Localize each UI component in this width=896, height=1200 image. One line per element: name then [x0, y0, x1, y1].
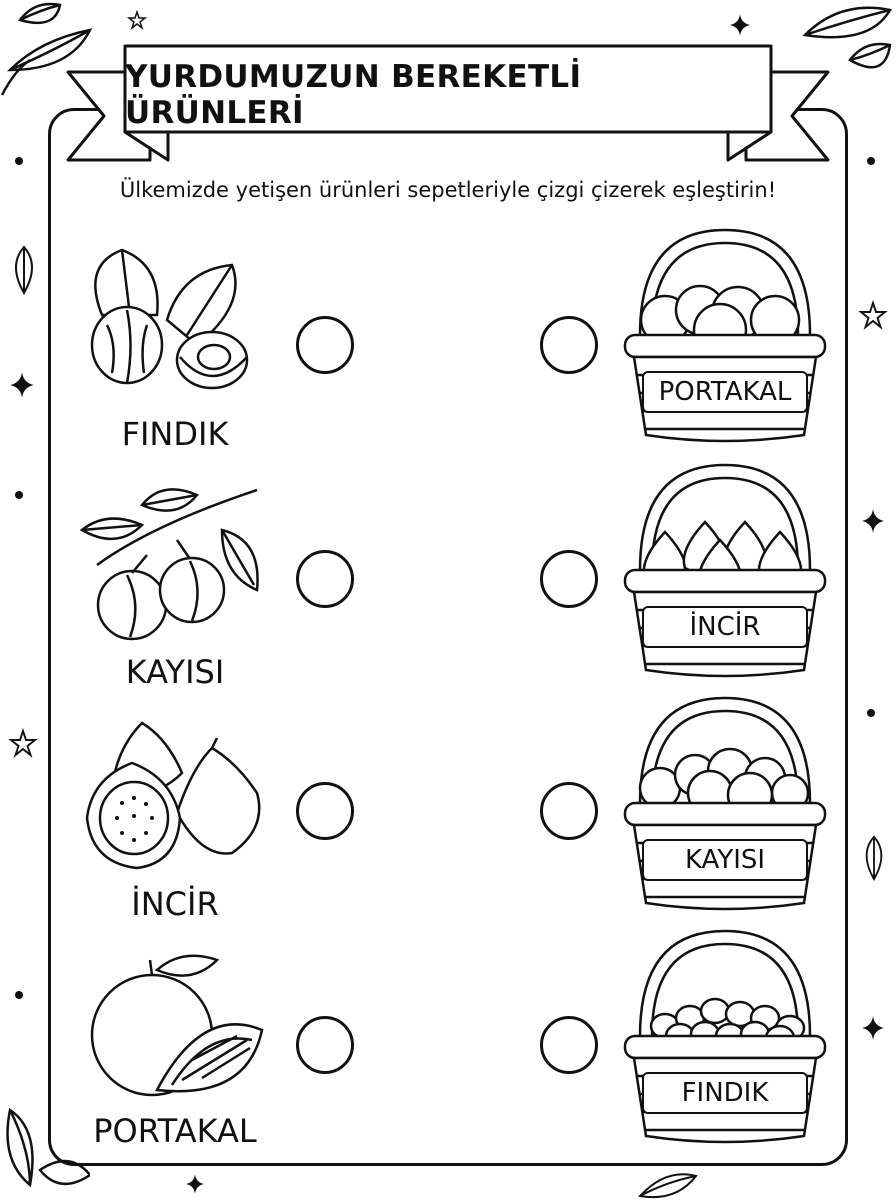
- basket-label: İNCİR: [642, 606, 808, 648]
- basket-label: PORTAKAL: [642, 371, 808, 413]
- star-icon: [8, 728, 38, 758]
- corner-leaves-top-left-icon: [0, 2, 93, 96]
- leaf-icon: [15, 245, 33, 295]
- match-dot-left-4[interactable]: [296, 1016, 354, 1074]
- match-dot-left-2[interactable]: [296, 550, 354, 608]
- left-item-label: KAYISI: [125, 653, 225, 691]
- basket-hazelnut: FINDIK: [620, 926, 830, 1146]
- match-dot-right-4[interactable]: [540, 1016, 598, 1074]
- dot-icon: [15, 491, 23, 499]
- basket-apricot: KAYISI: [620, 693, 830, 913]
- hazelnut-icon: [90, 248, 249, 390]
- sparkle-icon: [10, 372, 34, 398]
- left-item-hazelnut: [72, 245, 272, 395]
- basket-fig: İNCİR: [620, 460, 830, 680]
- basket-label: FINDIK: [642, 1072, 808, 1114]
- dot-icon: [867, 157, 875, 165]
- left-item-orange: [72, 950, 272, 1100]
- left-item-apricot: [72, 485, 272, 645]
- dot-icon: [15, 991, 23, 999]
- dot-icon: [15, 157, 23, 165]
- leaf-icon: [865, 835, 883, 881]
- basket-label: KAYISI: [642, 839, 808, 881]
- corner-leaves-bottom-left-icon: [6, 1107, 90, 1188]
- sparkle-icon: [730, 14, 750, 36]
- match-dot-left-1[interactable]: [296, 316, 354, 374]
- left-item-label: PORTAKAL: [93, 1112, 257, 1150]
- star-icon: [858, 300, 888, 330]
- left-item-fig: [72, 718, 272, 878]
- page-title: YURDUMUZUN BEREKETLİ ÜRÜNLERİ: [125, 59, 582, 131]
- match-dot-right-3[interactable]: [540, 782, 598, 840]
- orange-icon: [90, 954, 264, 1097]
- instruction-text: Ülkemizde yetişen ürünleri sepetleriyle …: [119, 178, 777, 202]
- sparkle-icon: [186, 1174, 204, 1194]
- sparkle-icon: [862, 508, 884, 534]
- sparkle-icon: [862, 1015, 884, 1041]
- match-dot-left-3[interactable]: [296, 782, 354, 840]
- left-item-label: İNCİR: [131, 885, 219, 923]
- star-icon: [127, 10, 147, 30]
- title-ribbon-icon: [66, 44, 830, 162]
- corner-leaves-top-right-icon: [802, 6, 892, 69]
- left-item-label: FINDIK: [121, 415, 229, 453]
- match-dot-right-2[interactable]: [540, 550, 598, 608]
- basket-orange: PORTAKAL: [620, 225, 830, 445]
- fig-icon: [85, 721, 261, 870]
- dot-icon: [867, 709, 875, 717]
- leaf-icon: [638, 1173, 698, 1199]
- apricot-icon: [79, 488, 259, 641]
- match-dot-right-1[interactable]: [540, 316, 598, 374]
